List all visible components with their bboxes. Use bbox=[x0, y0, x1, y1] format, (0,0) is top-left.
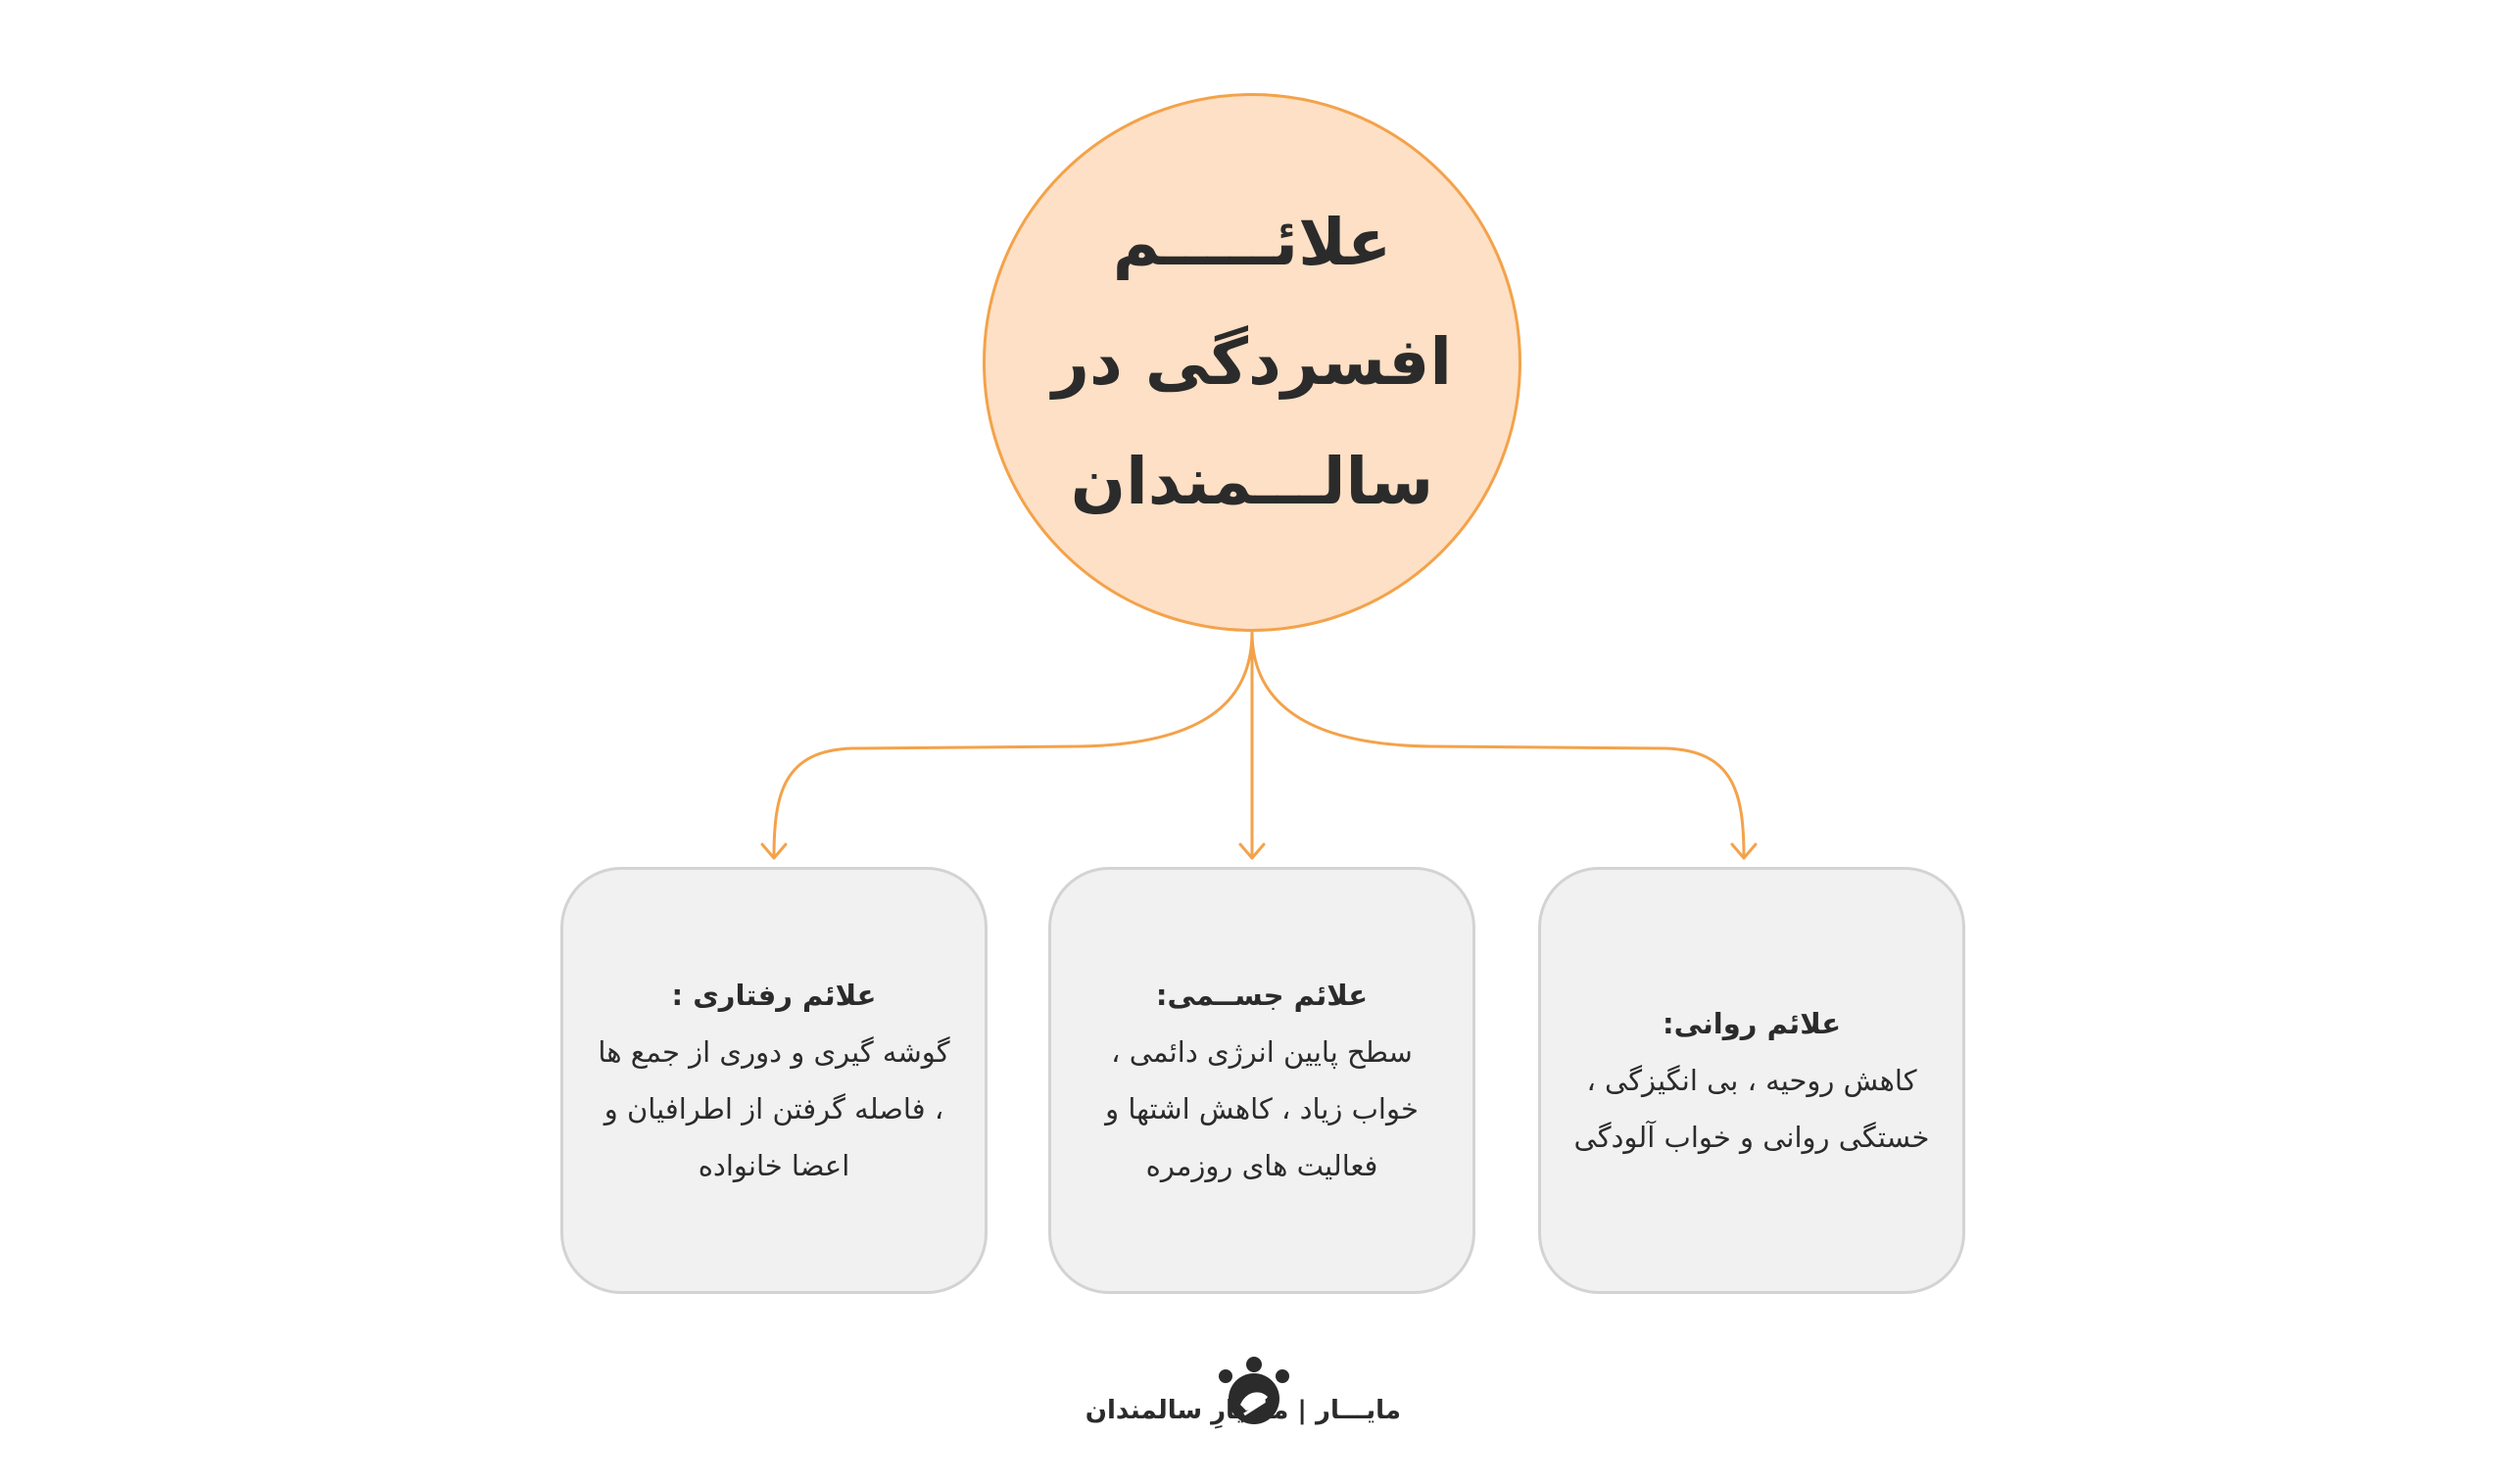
box-psychological-symptoms: علائم روانی: کاهش روحیه ، بی انگیزگی ، خ… bbox=[1538, 867, 1965, 1294]
box-line: فعالیت های روزمره bbox=[1145, 1149, 1378, 1182]
box-line: اعضا خانواده bbox=[698, 1149, 850, 1182]
brand-tagline: مایـــار | ما، یارِ سالمندان bbox=[1085, 1396, 1401, 1425]
box-physical-symptoms: علائم جســمی: سطح پایین انرژی دائمی ، خو… bbox=[1048, 867, 1475, 1294]
connector-left bbox=[772, 630, 1254, 859]
box-line: خواب زیاد ، کاهش اشتها و bbox=[1105, 1092, 1419, 1125]
center-title-line-1: علائـــــم bbox=[1112, 205, 1392, 280]
box-line: خستگی روانی و خواب آلودگی bbox=[1573, 1121, 1930, 1154]
connector-right bbox=[1250, 630, 1746, 859]
box-title: علائم رفتاری : bbox=[671, 979, 877, 1012]
arrowhead-middle bbox=[1238, 842, 1266, 860]
box-line: سطح پایین انرژی دائمی ، bbox=[1111, 1035, 1413, 1069]
box-behavioral-symptoms: علائم رفتاری : گوشه گیری و دوری از جمع ه… bbox=[560, 867, 988, 1294]
box-title: علائم روانی: bbox=[1662, 1007, 1842, 1040]
center-node: علائـــــم افسردگی در سالـــمندان bbox=[983, 93, 1521, 632]
box-line: ، فاصله گرفتن از اطرافیان و bbox=[603, 1092, 944, 1125]
box-line: گوشه گیری و دوری از جمع ها bbox=[598, 1035, 950, 1069]
box-title: علائم جســمی: bbox=[1155, 979, 1369, 1012]
arrowhead-left bbox=[760, 842, 788, 860]
elderly-care-logo-icon bbox=[1219, 1357, 1289, 1424]
center-title-line-2: افسردگی در bbox=[1052, 324, 1452, 400]
box-line: کاهش روحیه ، بی انگیزگی ، bbox=[1586, 1064, 1917, 1097]
center-title-line-3: سالـــمندان bbox=[1070, 444, 1434, 519]
arrowhead-right bbox=[1730, 842, 1758, 860]
